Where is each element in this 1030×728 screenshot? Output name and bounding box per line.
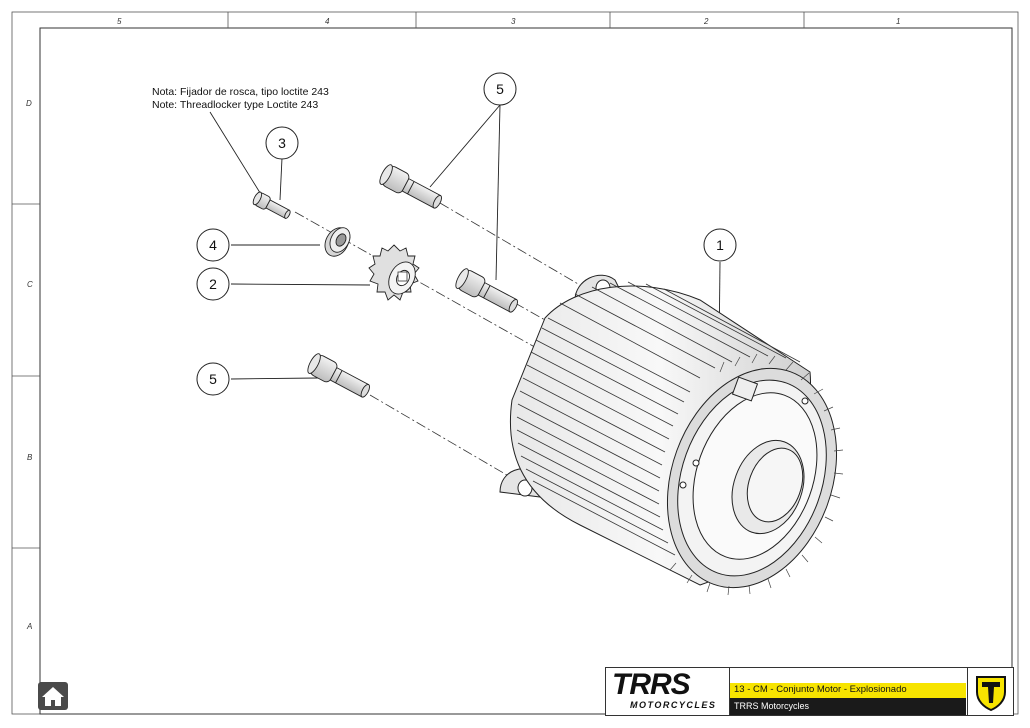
zone-label-left-d: D — [26, 99, 32, 108]
inner-frame — [39, 27, 1013, 715]
trrs-emblem-cell — [967, 668, 1014, 715]
bolt-part-5-upper — [379, 164, 442, 209]
zone-label-left-a: A — [26, 622, 32, 631]
note-english: Note: Threadlocker type Loctite 243 — [152, 99, 318, 111]
callout-1: 1 — [703, 228, 737, 262]
zone-label-left-b: B — [27, 453, 33, 462]
bolt-part-5-middle — [455, 268, 518, 313]
leader-lines — [209, 104, 721, 380]
callout-5-left: 5 — [196, 362, 230, 396]
washer-part-4 — [324, 227, 351, 257]
company-name: TRRS Motorcycles — [734, 701, 810, 711]
bolt-part-5-lower — [307, 353, 370, 398]
home-button[interactable] — [38, 682, 68, 710]
callout-5-left-number: 5 — [209, 371, 217, 387]
top-zone-ticks — [227, 12, 805, 28]
callout-2-number: 2 — [209, 276, 217, 292]
company-cell: TRRS Motorcycles — [730, 698, 966, 715]
drawing-title: 13 - CM - Conjunto Motor - Explosionado — [734, 684, 907, 695]
title-block: TRRS MOTORCYCLES 13 - CM - Conjunto Moto… — [605, 667, 1014, 716]
drawing-title-cell: 13 - CM - Conjunto Motor - Explosionado — [730, 683, 966, 698]
zone-label-top-4: 4 — [325, 17, 330, 26]
outer-frame — [11, 11, 1019, 715]
sprocket-part-2 — [368, 244, 420, 301]
zone-label-top-1: 1 — [896, 17, 900, 26]
zone-label-top-2: 2 — [703, 17, 709, 26]
small-bolt-part-3 — [252, 191, 291, 219]
callout-2: 2 — [196, 267, 230, 301]
logo-wordmark: TRRS — [612, 668, 691, 701]
zone-label-top-3: 3 — [511, 17, 516, 26]
callout-1-number: 1 — [716, 237, 724, 253]
zone-label-left-c: C — [27, 280, 33, 289]
electric-motor-part-1 — [499, 274, 844, 596]
callout-5-top: 5 — [483, 72, 517, 106]
logo-subtitle: MOTORCYCLES — [630, 700, 717, 710]
zone-label-top-5: 5 — [117, 17, 122, 26]
callout-3-number: 3 — [278, 135, 286, 151]
note-spanish: Nota: Fijador de rosca, tipo loctite 243 — [152, 86, 329, 98]
trrs-logo: TRRS MOTORCYCLES — [606, 668, 730, 715]
home-icon — [42, 687, 64, 706]
callout-5-top-number: 5 — [496, 81, 504, 97]
callout-4-number: 4 — [209, 237, 217, 253]
title-blank-cell — [730, 668, 966, 684]
left-zone-ticks — [12, 203, 40, 549]
trrs-shield-icon — [976, 676, 1006, 712]
callout-4: 4 — [196, 228, 230, 262]
callout-3: 3 — [265, 126, 299, 160]
